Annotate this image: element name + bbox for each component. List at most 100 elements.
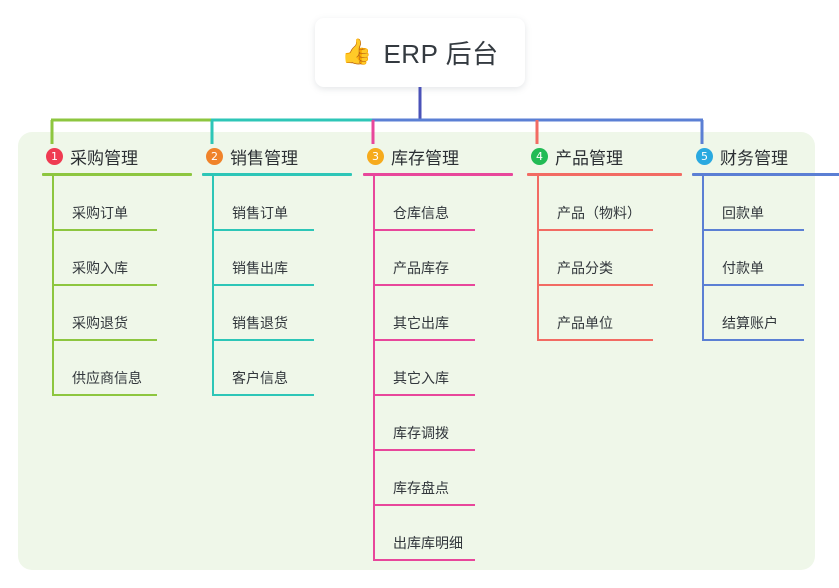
branch-item-rule <box>52 229 157 231</box>
branch-header-3[interactable]: 3 库存管理 <box>363 143 513 169</box>
branch-number-badge: 5 <box>696 147 713 165</box>
branch-item-list: 采购订单采购入库采购退货供应商信息 <box>42 176 192 396</box>
branch-item-label: 采购订单 <box>72 205 128 221</box>
branch-number-badge: 3 <box>367 147 384 165</box>
branch-title: 采购管理 <box>70 148 138 168</box>
branch-item[interactable]: 销售退货 <box>202 286 352 341</box>
branch-item-label: 产品单位 <box>557 315 613 331</box>
branch-item[interactable]: 采购订单 <box>42 176 192 231</box>
root-node[interactable]: 👍 ERP 后台 <box>315 18 525 87</box>
branch-column-1: 1 采购管理采购订单采购入库采购退货供应商信息 <box>42 143 192 396</box>
branch-number-badge: 4 <box>531 147 548 165</box>
diagram-background-panel <box>18 132 815 570</box>
branch-item[interactable]: 采购退货 <box>42 286 192 341</box>
branch-column-3: 3 库存管理仓库信息产品库存其它出库其它入库库存调拨库存盘点出库库明细 <box>363 143 513 561</box>
branch-item-rule <box>52 394 157 396</box>
branch-header-2[interactable]: 2 销售管理 <box>202 143 352 169</box>
branch-header-rule <box>42 173 192 176</box>
branch-item-label: 其它出库 <box>393 315 449 331</box>
branch-item[interactable]: 出库库明细 <box>363 506 513 561</box>
branch-item-rule <box>702 339 804 341</box>
branch-item-list: 仓库信息产品库存其它出库其它入库库存调拨库存盘点出库库明细 <box>363 176 513 561</box>
branch-item-label: 销售退货 <box>232 315 288 331</box>
branch-header-rule <box>692 173 839 176</box>
branch-item-label: 回款单 <box>722 205 764 221</box>
branch-item-label: 库存盘点 <box>393 480 449 496</box>
branch-spine <box>373 176 375 561</box>
branch-item[interactable]: 库存盘点 <box>363 451 513 506</box>
branch-item-rule <box>702 229 804 231</box>
branch-title: 财务管理 <box>720 148 788 168</box>
branch-item[interactable]: 其它入库 <box>363 341 513 396</box>
branch-number-badge: 1 <box>46 147 63 165</box>
branch-item-rule <box>212 284 314 286</box>
branch-number-badge: 2 <box>206 147 223 165</box>
branch-item-list: 回款单付款单结算账户 <box>692 176 839 341</box>
branch-header-1[interactable]: 1 采购管理 <box>42 143 192 169</box>
branch-item[interactable]: 产品库存 <box>363 231 513 286</box>
branch-item-rule <box>373 284 475 286</box>
branch-header-5[interactable]: 5 财务管理 <box>692 143 839 169</box>
branch-item-list: 销售订单销售出库销售退货客户信息 <box>202 176 352 396</box>
branch-spine <box>212 176 214 396</box>
branch-item-label: 产品（物料） <box>557 205 641 221</box>
branch-item[interactable]: 销售出库 <box>202 231 352 286</box>
branch-item-label: 结算账户 <box>722 315 778 331</box>
branch-item[interactable]: 其它出库 <box>363 286 513 341</box>
branch-item-rule <box>212 394 314 396</box>
branch-item[interactable]: 仓库信息 <box>363 176 513 231</box>
branch-item[interactable]: 回款单 <box>692 176 839 231</box>
branch-item-label: 产品分类 <box>557 260 613 276</box>
branch-header-rule <box>202 173 352 176</box>
branch-spine <box>52 176 54 396</box>
branch-item-label: 出库库明细 <box>393 535 463 551</box>
branch-item-label: 客户信息 <box>232 370 288 386</box>
branch-column-5: 5 财务管理回款单付款单结算账户 <box>692 143 839 341</box>
branch-item[interactable]: 销售订单 <box>202 176 352 231</box>
branch-item-rule <box>537 284 653 286</box>
branch-title: 库存管理 <box>391 148 459 168</box>
branch-item-rule <box>702 284 804 286</box>
branch-spine <box>702 176 704 341</box>
branch-item-label: 销售出库 <box>232 260 288 276</box>
branch-item-rule <box>212 339 314 341</box>
branch-item[interactable]: 库存调拨 <box>363 396 513 451</box>
branch-item[interactable]: 采购入库 <box>42 231 192 286</box>
branch-item-label: 采购入库 <box>72 260 128 276</box>
thumbs-up-icon: 👍 <box>341 38 373 66</box>
branch-item[interactable]: 产品单位 <box>527 286 682 341</box>
branch-item-rule <box>373 504 475 506</box>
branch-item-label: 其它入库 <box>393 370 449 386</box>
branch-header-rule <box>363 173 513 176</box>
branch-item-rule <box>52 339 157 341</box>
branch-item-label: 库存调拨 <box>393 425 449 441</box>
branch-item-rule <box>373 394 475 396</box>
branch-spine <box>537 176 539 341</box>
branch-item-rule <box>373 339 475 341</box>
branch-item-rule <box>537 229 653 231</box>
branch-item[interactable]: 供应商信息 <box>42 341 192 396</box>
branch-item[interactable]: 客户信息 <box>202 341 352 396</box>
root-title: ERP 后台 <box>383 39 499 69</box>
branch-item-label: 采购退货 <box>72 315 128 331</box>
branch-item[interactable]: 结算账户 <box>692 286 839 341</box>
branch-item-label: 付款单 <box>722 260 764 276</box>
branch-item-rule <box>537 339 653 341</box>
branch-item-rule <box>373 559 475 561</box>
branch-item-label: 产品库存 <box>393 260 449 276</box>
branch-item-label: 销售订单 <box>232 205 288 221</box>
branch-item[interactable]: 产品（物料） <box>527 176 682 231</box>
branch-item-rule <box>373 229 475 231</box>
branch-item-rule <box>52 284 157 286</box>
branch-item-list: 产品（物料） 产品分类产品单位 <box>527 176 682 341</box>
branch-column-2: 2 销售管理销售订单销售出库销售退货客户信息 <box>202 143 352 396</box>
branch-item-label: 仓库信息 <box>393 205 449 221</box>
branch-item[interactable]: 付款单 <box>692 231 839 286</box>
branch-title: 销售管理 <box>230 148 298 168</box>
branch-item[interactable]: 产品分类 <box>527 231 682 286</box>
branch-item-label: 供应商信息 <box>72 370 142 386</box>
branch-item-rule <box>373 449 475 451</box>
